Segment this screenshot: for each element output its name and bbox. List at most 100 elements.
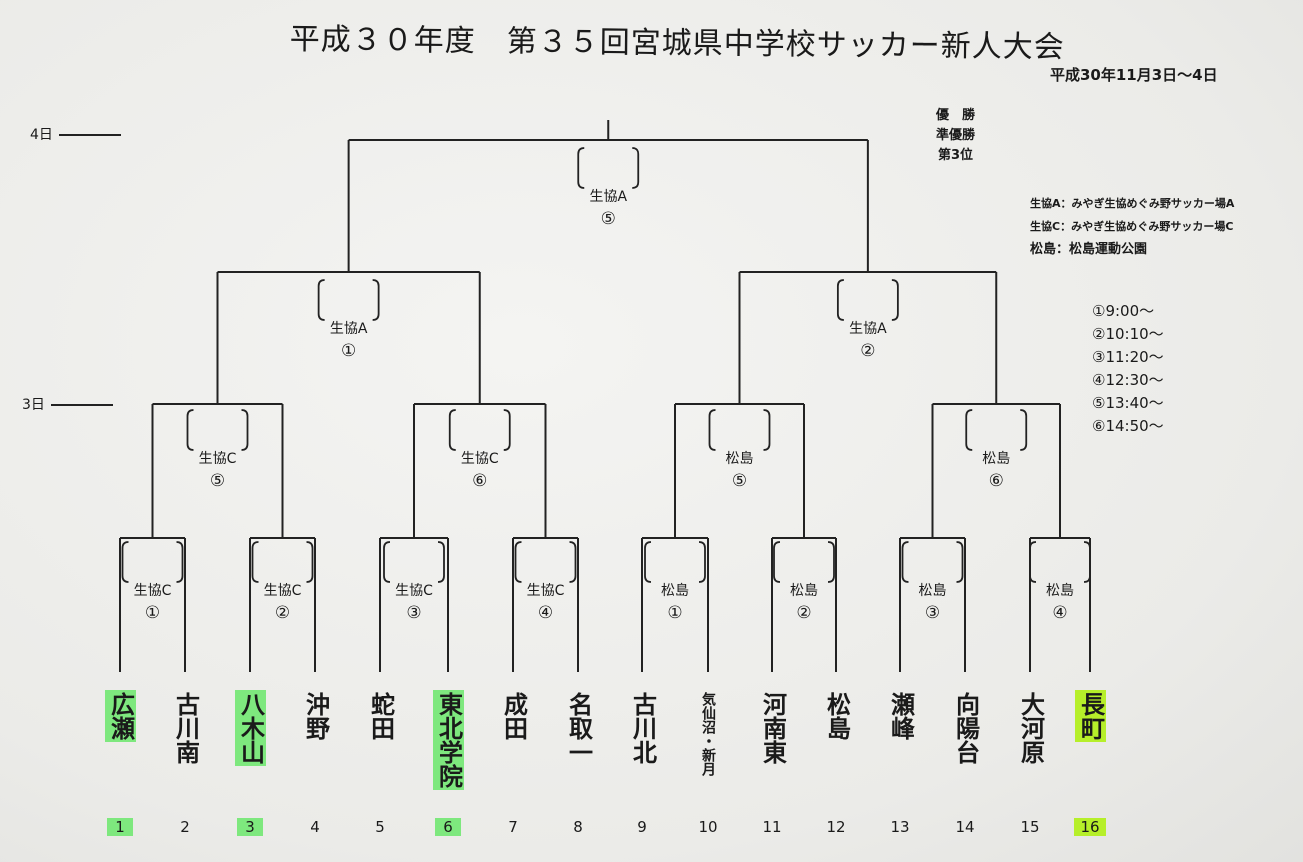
match-r1-7: 松島 ③ xyxy=(893,580,973,624)
team-seed-number: 6 xyxy=(435,818,461,836)
match-r1-6-venue: 松島 xyxy=(790,583,818,599)
venue-legend-item: 生協C：みやぎ生協めぐみ野サッカー場C xyxy=(1030,220,1234,233)
day-marker-4-line xyxy=(58,134,121,136)
team-seed: 12 xyxy=(814,818,858,836)
team-name: 東北学院 xyxy=(432,690,464,790)
match-r1-3-number: ③ xyxy=(406,603,422,623)
rank-runner-up: 準優勝 xyxy=(936,128,976,143)
match-r2-2-number: ⑥ xyxy=(472,471,488,491)
match-r1-4-venue: 生協C xyxy=(526,583,565,599)
team-name: 大河原 xyxy=(1016,692,1045,764)
match-r1-6-score-bracket xyxy=(773,541,835,583)
tournament-date: 平成30年11月3日〜4日 xyxy=(1050,66,1218,84)
match-r1-2-number: ② xyxy=(274,603,291,623)
match-r1-2-venue: 生協C xyxy=(263,583,302,599)
match-r1-1-venue: 生協C xyxy=(133,583,172,599)
team-seed: 5 xyxy=(358,818,402,836)
team-name: 古川南 xyxy=(171,692,200,764)
time-slot: ④12:30〜 xyxy=(1092,371,1164,389)
team-seed-number: 14 xyxy=(955,818,975,836)
team-name: 八木山 xyxy=(234,690,266,766)
team-name: 成田 xyxy=(499,692,528,740)
time-slot: ⑤13:40〜 xyxy=(1092,394,1164,412)
team-name: 広瀬 xyxy=(104,690,136,742)
team-seed: 14 xyxy=(943,818,987,836)
team-seed-number: 4 xyxy=(310,818,320,836)
match-r2-1-score-bracket xyxy=(186,409,249,451)
team-seed: 9 xyxy=(620,818,664,836)
match-semi-2-score-bracket xyxy=(836,279,899,321)
team-seed-number: 13 xyxy=(890,818,910,836)
team-seed-number: 16 xyxy=(1074,818,1106,836)
venue-legend-item: 生協A：みやぎ生協めぐみ野サッカー場A xyxy=(1030,197,1235,210)
match-r1-5-venue: 松島 xyxy=(661,583,689,599)
team-name: 古川北 xyxy=(628,692,657,764)
match-r2-2: 生協C ⑥ xyxy=(440,448,520,492)
team-name: 向陽台 xyxy=(951,692,980,764)
team-seed: 2 xyxy=(163,818,207,836)
match-semi-1-number: ① xyxy=(341,341,357,361)
day-marker-3-line xyxy=(50,404,113,406)
match-r2-4-score-bracket xyxy=(965,409,1028,451)
match-r2-2-venue: 生協C xyxy=(460,451,499,467)
day-marker-3-label: 3日 xyxy=(22,397,45,413)
match-final-number: ⑤ xyxy=(600,209,616,229)
time-slot: ③11:20〜 xyxy=(1092,348,1164,366)
team-seed: 15 xyxy=(1008,818,1052,836)
match-r2-4-venue: 松島 xyxy=(982,451,1011,467)
team-entry: 長町 16 xyxy=(1068,690,1112,836)
venue-legend: 生協A：みやぎ生協めぐみ野サッカー場A 生協C：みやぎ生協めぐみ野サッカー場C … xyxy=(1030,192,1234,261)
team-seed: 8 xyxy=(556,818,600,836)
match-final-score-bracket xyxy=(577,147,640,189)
match-semi-2-venue: 生協A xyxy=(849,321,887,337)
match-final-venue: 生協A xyxy=(589,189,628,205)
rank-list: 優 勝 準優勝 第3位 xyxy=(936,106,975,166)
team-seed-number: 15 xyxy=(1020,818,1040,836)
match-r1-1-number: ① xyxy=(144,603,161,623)
match-r2-2-score-bracket xyxy=(448,409,511,451)
team-entry: 広瀬 1 xyxy=(98,690,142,836)
match-r1-4-number: ④ xyxy=(537,603,554,623)
team-seed-number: 9 xyxy=(637,818,647,836)
match-r1-7-venue: 松島 xyxy=(918,583,947,599)
match-r1-7-number: ③ xyxy=(924,603,941,623)
team-entry: 八木山 3 xyxy=(228,690,272,836)
match-r1-8-venue: 松島 xyxy=(1046,583,1074,599)
team-name: 長町 xyxy=(1074,690,1106,742)
match-semi-1-venue: 生協A xyxy=(329,321,368,337)
team-seed: 10 xyxy=(686,818,730,836)
team-seed: 16 xyxy=(1068,818,1112,836)
team-seed: 6 xyxy=(426,818,470,836)
time-slot: ⑥14:50〜 xyxy=(1092,417,1164,435)
team-seed: 3 xyxy=(228,818,272,836)
team-seed: 4 xyxy=(293,818,337,836)
team-entry: 古川北 9 xyxy=(620,690,664,836)
team-seed-number: 8 xyxy=(573,818,583,836)
team-entry: 向陽台 14 xyxy=(943,690,987,836)
team-entry: 東北学院 6 xyxy=(426,690,470,836)
team-seed: 13 xyxy=(878,818,922,836)
match-r2-3-number: ⑤ xyxy=(731,471,748,491)
team-entry: 大河原 15 xyxy=(1008,690,1052,836)
match-r1-1-score-bracket xyxy=(121,541,184,583)
team-entry: 古川南 2 xyxy=(163,690,207,836)
rank-winner: 優 勝 xyxy=(936,108,976,123)
team-entry: 名取一 8 xyxy=(556,690,600,836)
team-name: 瀬峰 xyxy=(886,692,915,740)
day-marker-3: 3日 xyxy=(22,394,113,414)
match-semi-2-number: ② xyxy=(860,341,876,361)
team-seed-number: 1 xyxy=(107,818,133,836)
team-name: 名取一 xyxy=(564,692,593,764)
